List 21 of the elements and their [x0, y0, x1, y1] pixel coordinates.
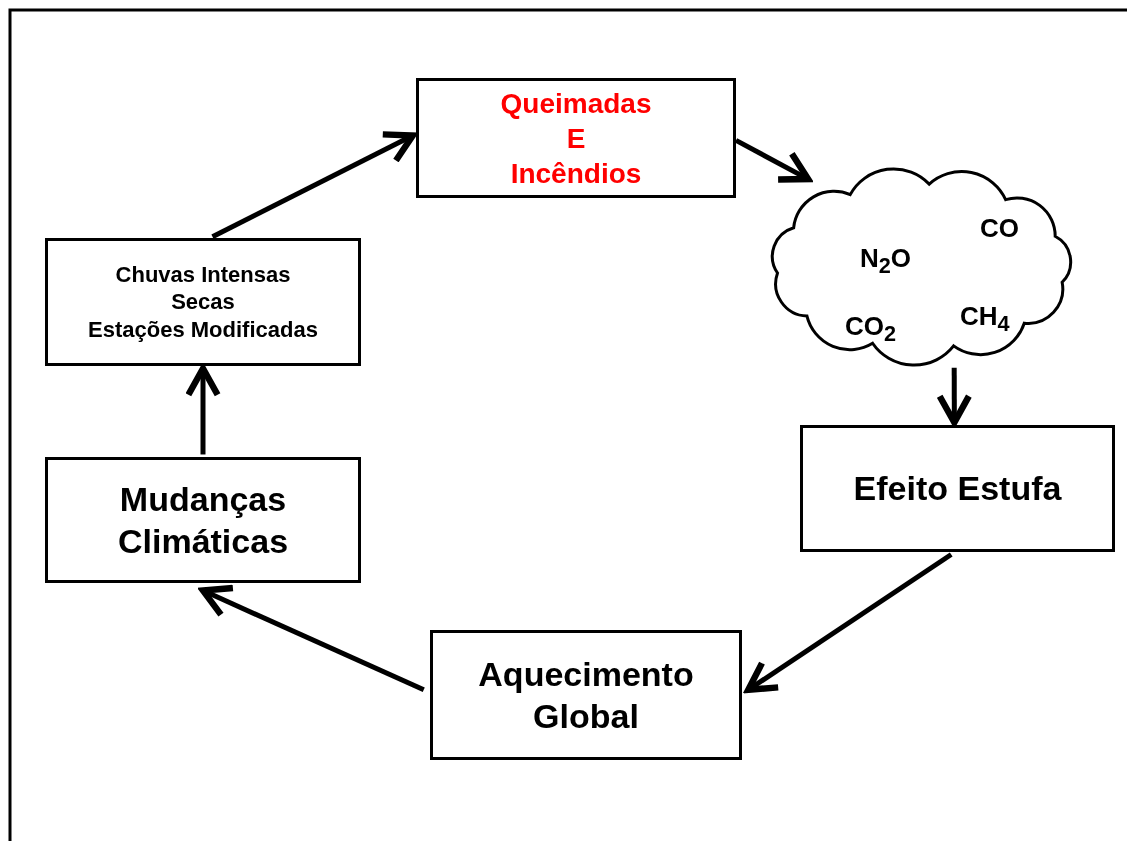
arrow	[734, 138, 812, 183]
arrow	[185, 365, 221, 455]
arrow	[211, 131, 416, 239]
process-box	[416, 78, 736, 198]
box-text: Estações Modificadas	[88, 315, 318, 344]
box-text: Mudanças Climáticas	[116, 478, 290, 562]
box-text: Queimadas E Incêndios	[500, 86, 652, 191]
gas-formula: CO$_{2}$	[845, 310, 897, 348]
process-box	[45, 457, 361, 583]
box-text: Chuvas Intensas	[115, 260, 291, 289]
box-text: Aquecimento Global	[477, 653, 695, 737]
gas-formula: N$_{2}$O	[860, 242, 912, 280]
box-text: Efeito Estufa	[853, 468, 1062, 510]
arrow	[745, 552, 953, 693]
process-box	[45, 238, 361, 366]
gas-formula: CH$_{4}$	[960, 300, 1010, 338]
gas-formula: CO	[980, 212, 1019, 245]
process-box	[800, 425, 1115, 552]
box-text: Secas	[171, 288, 235, 316]
arrow	[199, 584, 425, 693]
process-box	[430, 630, 742, 760]
